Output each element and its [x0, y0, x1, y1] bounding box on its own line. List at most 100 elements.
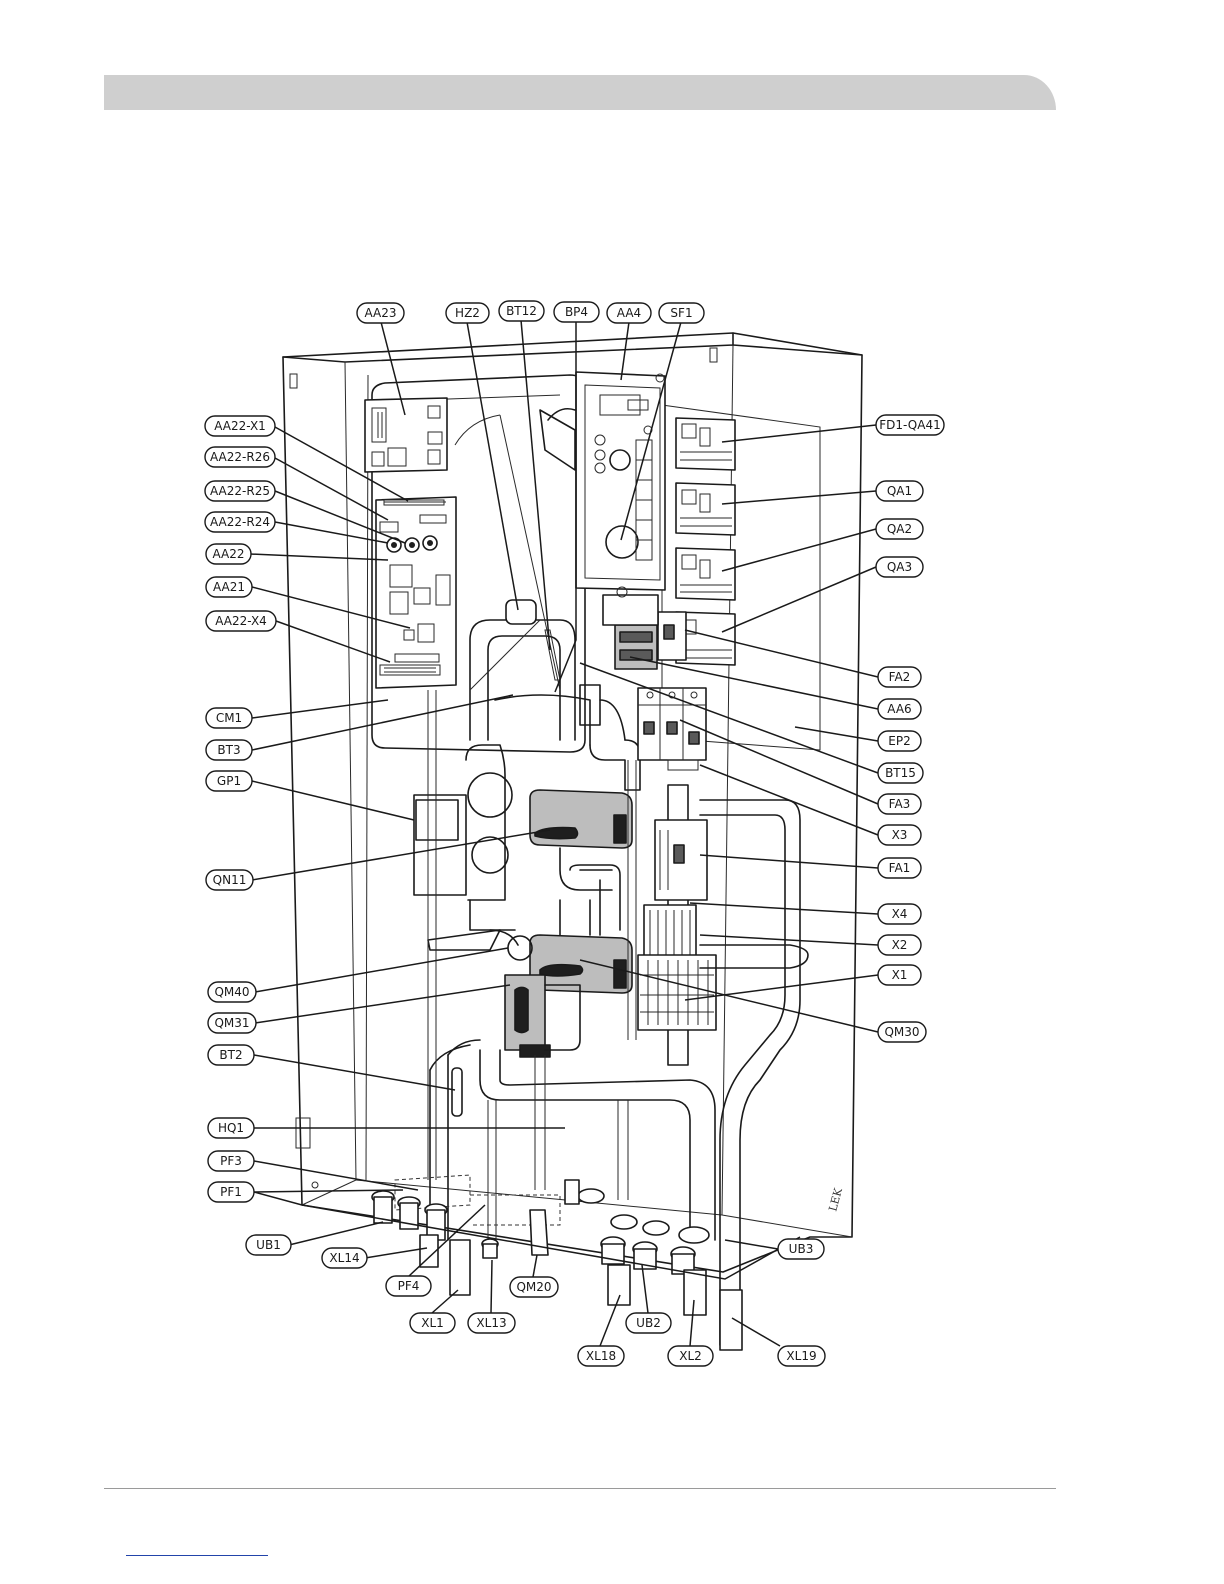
- svg-text:AA22-R24: AA22-R24: [210, 515, 270, 529]
- label-XL14: XL14: [322, 1248, 367, 1268]
- svg-text:XL1: XL1: [421, 1316, 444, 1330]
- svg-text:GP1: GP1: [217, 774, 241, 788]
- label-AA22-R26: AA22-R26: [205, 447, 275, 467]
- label-AA4: AA4: [607, 303, 651, 323]
- svg-text:HQ1: HQ1: [218, 1121, 244, 1135]
- svg-text:BT15: BT15: [885, 766, 916, 780]
- svg-text:AA21: AA21: [213, 580, 245, 594]
- label-SF1: SF1: [659, 303, 704, 323]
- svg-text:FA3: FA3: [889, 797, 911, 811]
- contactor-qa1: [676, 483, 735, 535]
- label-PF4: PF4: [386, 1276, 431, 1296]
- label-AA22-R25: AA22-R25: [205, 481, 275, 501]
- label-QA3: QA3: [876, 557, 923, 577]
- svg-text:QM31: QM31: [214, 1016, 249, 1030]
- label-HZ2: HZ2: [446, 303, 489, 323]
- svg-text:QM40: QM40: [214, 985, 249, 999]
- svg-text:AA4: AA4: [617, 306, 641, 320]
- svg-text:BT12: BT12: [506, 304, 537, 318]
- svg-text:FA2: FA2: [889, 670, 911, 684]
- contactor-qa2: [676, 548, 735, 600]
- label-HQ1: HQ1: [208, 1118, 254, 1138]
- svg-text:AA22-X4: AA22-X4: [215, 614, 267, 628]
- footer-link-underline[interactable]: [126, 1555, 268, 1556]
- label-QM30: QM30: [878, 1022, 926, 1042]
- label-X1: X1: [878, 965, 921, 985]
- breaker-fa2: [658, 612, 686, 660]
- label-QA2: QA2: [876, 519, 923, 539]
- svg-text:AA22-R26: AA22-R26: [210, 450, 270, 464]
- label-QN11: QN11: [206, 870, 253, 890]
- svg-text:AA22-R25: AA22-R25: [210, 484, 270, 498]
- svg-text:CM1: CM1: [216, 711, 242, 725]
- svg-text:X4: X4: [892, 907, 908, 921]
- svg-text:XL19: XL19: [786, 1349, 816, 1363]
- label-PF3: PF3: [208, 1151, 254, 1171]
- control-board-aa22: [376, 497, 456, 688]
- label-X2: X2: [878, 935, 921, 955]
- svg-text:QA3: QA3: [887, 560, 912, 574]
- svg-text:XL18: XL18: [586, 1349, 616, 1363]
- label-UB2: UB2: [626, 1313, 671, 1333]
- label-QM40: QM40: [208, 982, 256, 1002]
- svg-text:BT3: BT3: [217, 743, 240, 757]
- svg-text:XL2: XL2: [679, 1349, 702, 1363]
- label-AA22: AA22: [206, 544, 251, 564]
- svg-text:AA6: AA6: [887, 702, 911, 716]
- label-BT3: BT3: [206, 740, 252, 760]
- label-EP2: EP2: [878, 731, 921, 751]
- svg-text:FA1: FA1: [889, 861, 911, 875]
- valve-qn11: [530, 790, 632, 890]
- label-QA1: QA1: [876, 481, 923, 501]
- label-FD1-QA41: FD1-QA41: [876, 415, 944, 435]
- contactor-fd1-qa41: [676, 418, 735, 470]
- label-X3: X3: [878, 825, 921, 845]
- footer-rule: [104, 1488, 1056, 1489]
- label-XL18: XL18: [578, 1346, 624, 1366]
- svg-text:AA23: AA23: [364, 306, 396, 320]
- label-QM20: QM20: [510, 1277, 558, 1297]
- label-UB3: UB3: [778, 1239, 824, 1259]
- svg-text:SF1: SF1: [670, 306, 692, 320]
- svg-text:QA2: QA2: [887, 522, 912, 536]
- label-FA3: FA3: [878, 794, 921, 814]
- label-FA1: FA1: [878, 858, 921, 878]
- label-FA2: FA2: [878, 667, 921, 687]
- panel-aa4: [576, 372, 665, 590]
- svg-text:XL14: XL14: [329, 1251, 359, 1265]
- label-PF1: PF1: [208, 1182, 254, 1202]
- svg-text:QM20: QM20: [516, 1280, 551, 1294]
- svg-text:PF4: PF4: [398, 1279, 420, 1293]
- svg-text:X2: X2: [892, 938, 908, 952]
- svg-text:HZ2: HZ2: [455, 306, 480, 320]
- pump-gp1: [414, 745, 515, 930]
- svg-text:QA1: QA1: [887, 484, 912, 498]
- svg-text:UB1: UB1: [256, 1238, 281, 1252]
- svg-text:X3: X3: [892, 828, 908, 842]
- svg-text:PF1: PF1: [220, 1185, 242, 1199]
- svg-text:UB3: UB3: [789, 1242, 814, 1256]
- svg-text:PF3: PF3: [220, 1154, 242, 1168]
- label-AA23: AA23: [357, 303, 404, 323]
- svg-text:FD1-QA41: FD1-QA41: [879, 418, 940, 432]
- svg-text:BP4: BP4: [565, 305, 588, 319]
- svg-text:X1: X1: [892, 968, 908, 982]
- svg-text:QN11: QN11: [213, 873, 247, 887]
- label-CM1: CM1: [206, 708, 252, 728]
- label-XL13: XL13: [468, 1313, 515, 1333]
- label-X4: X4: [878, 904, 921, 924]
- label-BT12: BT12: [499, 301, 544, 321]
- label-XL19: XL19: [778, 1346, 825, 1366]
- din-rail: [638, 785, 716, 1065]
- control-board-aa23: [365, 398, 447, 472]
- label-AA21: AA21: [206, 577, 252, 597]
- label-AA22-X4: AA22-X4: [206, 611, 276, 631]
- svg-text:QM30: QM30: [884, 1025, 919, 1039]
- label-AA22-X1: AA22-X1: [205, 416, 275, 436]
- pipe-qm40-bend: [428, 930, 500, 950]
- label-AA6: AA6: [878, 699, 921, 719]
- svg-text:AA22: AA22: [212, 547, 244, 561]
- svg-text:XL13: XL13: [476, 1316, 506, 1330]
- label-XL2: XL2: [668, 1346, 713, 1366]
